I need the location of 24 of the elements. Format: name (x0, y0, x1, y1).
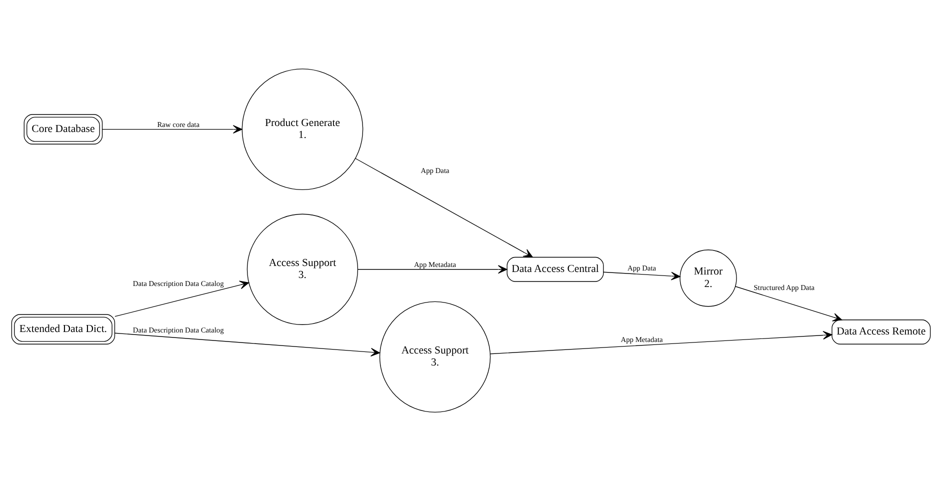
node-box: Data Access Remote (831, 320, 930, 344)
arrow (354, 158, 532, 258)
arrow (489, 330, 832, 354)
node-box: Data Access Central (506, 256, 604, 282)
node-box: Core Database (23, 114, 102, 144)
edge-label: App Data (627, 264, 656, 273)
edge-label: App Data (420, 166, 449, 175)
arrow (114, 280, 249, 317)
arrow (114, 332, 380, 356)
node-circle: Product Generate 1. (241, 68, 363, 190)
edge-label: Data Description Data Catalog (132, 326, 224, 335)
node-box: Extended Data Dict. (10, 314, 115, 344)
arrow (357, 265, 507, 274)
arrow (734, 286, 842, 322)
node-circle: Mirror 2. (679, 250, 736, 307)
node-circle: Access Support 3. (378, 301, 490, 413)
edge-label: Data Description Data Catalog (132, 279, 224, 288)
node-circle: Access Support 3. (246, 214, 358, 325)
edge-label: Raw core data (156, 120, 200, 130)
edge-label: Structured App Data (753, 283, 814, 292)
arrow (102, 125, 242, 134)
edge-label: App Metadata (413, 260, 456, 270)
edge-label: App Metadata (620, 334, 662, 344)
arrow (602, 272, 680, 280)
